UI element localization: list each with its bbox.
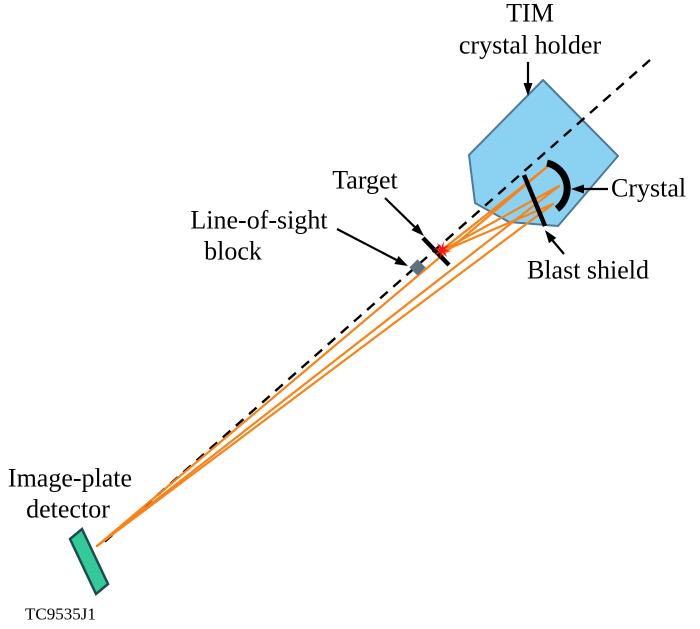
image-plate-detector-shape (68, 527, 110, 596)
detector-label-line1: Image-plate (7, 463, 133, 493)
target-flash-icon (433, 241, 451, 259)
target-tick (421, 236, 451, 267)
target-label: Target (332, 165, 398, 195)
los-block-label-line1: Line-of-sight (190, 205, 328, 235)
los-block-shape (409, 259, 426, 276)
blast-shield-line (521, 174, 548, 227)
detector-label-line2: detector (26, 494, 110, 524)
blast-shield-arrow (545, 230, 565, 255)
los-block-label-line2: block (204, 236, 262, 266)
target-arrow (384, 197, 424, 236)
tim-holder-label-line1: TIM (506, 0, 554, 28)
xray-reflected-ray-2 (95, 184, 561, 548)
crystal-arc-shape (546, 159, 571, 212)
xray-reflected-ray-3 (95, 202, 555, 548)
tim-holder-arrow (523, 62, 533, 96)
xray-reflected-ray-1 (95, 165, 549, 548)
tim-holder-label-line2: crystal holder (458, 30, 602, 60)
xray-incident-ray-3 (441, 202, 555, 253)
los-block-arrow (336, 228, 408, 266)
crystal-arrow (571, 184, 608, 194)
crystal-label: Crystal (611, 173, 687, 203)
figure-id-label: TC9535J1 (25, 604, 96, 624)
blast-shield-label: Blast shield (526, 255, 650, 285)
